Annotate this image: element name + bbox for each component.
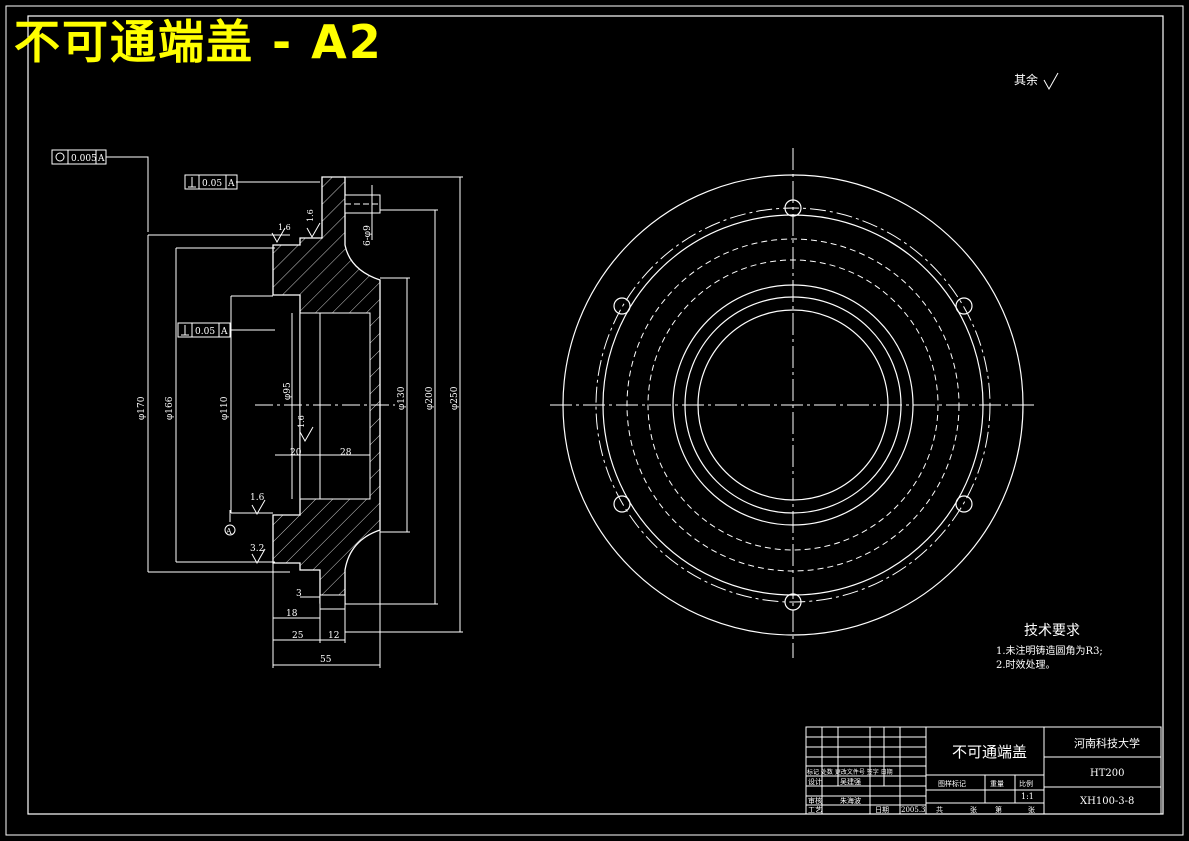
title-block (805, 726, 1162, 815)
front-view (550, 148, 1035, 658)
dim-20: 20 (290, 448, 302, 458)
titleblock-col-weight: 重量 (990, 780, 1004, 788)
titleblock-row-approve: 工艺 (808, 806, 822, 814)
inner-circle-1 (672, 284, 914, 526)
titleblock-col-stage: 图样标记 (938, 779, 966, 788)
titleblock-date: 2005.3 (901, 806, 926, 814)
titleblock-sheet-total: 共 (936, 805, 943, 814)
bolt-hole-2 (955, 297, 973, 315)
tolerance-perp-top-value: 0.05 (202, 179, 222, 189)
tolerance-runout-value: 0.005 (71, 154, 97, 164)
bolt-hole-6 (613, 297, 631, 315)
section-view (106, 156, 463, 668)
surface-note: 其余 (1014, 72, 1038, 87)
roughness-r3: 1.6 (297, 415, 306, 428)
tech-title: 技术要求 (1024, 623, 1080, 639)
titleblock-sheet-no: 第 (995, 805, 1002, 814)
dim-12: 12 (328, 631, 339, 641)
dim-d170: φ170 (137, 396, 147, 420)
titleblock-school: 河南科技大学 (1074, 736, 1140, 750)
dim-d166: φ166 (165, 396, 175, 420)
titleblock-row-check: 审核 (808, 796, 822, 805)
roughness-r5: 3.2 (250, 544, 264, 554)
hidden-circle-2 (647, 259, 939, 551)
bolt-hole-3 (955, 495, 973, 513)
dim-d250: φ250 (450, 386, 460, 410)
inner-circle-2 (684, 296, 902, 514)
titleblock-checker: 朱海波 (840, 796, 861, 805)
dim-3: 3 (296, 589, 302, 599)
titleblock-part-name: 不可通端盖 (952, 743, 1027, 761)
roughness-r1: 1.6 (278, 223, 291, 232)
boss-circle (602, 214, 984, 596)
datum-label-3: A (220, 327, 228, 337)
bolt-circle (595, 207, 991, 603)
tech-note-1: 1.未注明铸造圆角为R3; (996, 644, 1103, 657)
surface-note-symbol (1043, 72, 1059, 91)
page-title: 不可通端盖 - A2 (14, 15, 383, 69)
roughness-symbols (251, 222, 321, 565)
titleblock-drawing-no: XH100-3-8 (1080, 796, 1134, 807)
titleblock-designer: 吴建强 (840, 777, 861, 786)
dim-d95: φ95 (283, 382, 293, 400)
tolerance-perp-mid-value: 0.05 (195, 327, 215, 337)
titleblock-row-design: 设计 (808, 777, 822, 786)
dim-d130: φ130 (397, 386, 407, 410)
titleblock-row-mark: 标记 处数 更改文件号 签字 日期 (807, 768, 893, 776)
dim-holes: 6-φ9 (363, 225, 373, 246)
hidden-circle-1 (626, 238, 960, 572)
roughness-r4: 1.6 (250, 493, 265, 503)
roughness-r2: 1.6 (306, 209, 315, 222)
bolt-hole-5 (613, 495, 631, 513)
outer-circle (562, 174, 1024, 636)
dim-55: 55 (320, 655, 332, 665)
titleblock-scale: 1:1 (1021, 792, 1034, 801)
dim-d200: φ200 (425, 386, 435, 410)
titleblock-sheet-page: 张 (970, 805, 977, 814)
inner-groove (299, 312, 371, 500)
bolt-hole-1 (784, 199, 802, 217)
tolerance-frames (51, 149, 238, 338)
dim-25: 25 (292, 631, 304, 641)
dim-18: 18 (286, 609, 298, 619)
dim-28: 28 (340, 448, 352, 458)
bolt-hole-bottom (319, 594, 346, 610)
bolt-hole-4 (784, 593, 802, 611)
inner-frame (27, 15, 1164, 815)
titleblock-col-scale: 比例 (1019, 779, 1033, 788)
datum-symbol: A (225, 527, 232, 536)
bore-circle (697, 309, 889, 501)
datum-label-2: A (227, 179, 235, 189)
titleblock-material: HT200 (1090, 768, 1124, 779)
dim-d110: φ110 (220, 396, 230, 420)
outer-frame (5, 5, 1184, 836)
tech-note-2: 2.时效处理。 (996, 658, 1056, 671)
titleblock-sheet-page2: 张 (1028, 805, 1035, 814)
titleblock-row-date: 日期 (875, 806, 889, 814)
datum-label-1: A (97, 154, 105, 164)
